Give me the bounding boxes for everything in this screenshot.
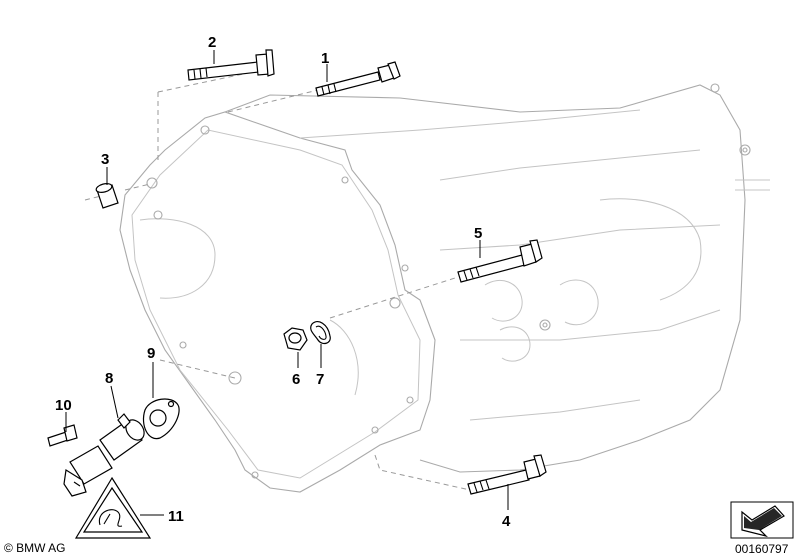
callout-6: 6	[292, 371, 300, 388]
part-4-bolt	[467, 454, 547, 495]
callout-leaders	[65, 50, 509, 516]
copyright-text: © BMW AG	[4, 541, 66, 555]
part-8-sensor	[63, 413, 145, 497]
transmission-housing	[119, 83, 770, 493]
orientation-arrow-icon	[730, 501, 794, 539]
callout-1: 1	[321, 50, 329, 67]
callout-9: 9	[147, 345, 155, 362]
assembly-dashed-lines	[84, 69, 471, 491]
callout-4: 4	[502, 513, 511, 530]
diagram-number: 00160797	[735, 542, 789, 556]
part-7-seal-ring	[310, 321, 331, 345]
part-5-bolt	[457, 239, 543, 283]
part-3-dowel-sleeve	[95, 183, 119, 209]
callout-11: 11	[168, 508, 184, 525]
part-6-nut	[283, 327, 308, 351]
callout-3: 3	[101, 151, 109, 168]
callout-7: 7	[316, 371, 324, 388]
part-10-screw	[47, 424, 78, 447]
part-11-warning-label	[74, 476, 152, 539]
callout-8: 8	[105, 370, 113, 387]
callout-10: 10	[55, 397, 72, 414]
part-2-bolt	[187, 49, 275, 81]
callout-5: 5	[474, 225, 482, 242]
part-1-bolt	[315, 61, 401, 97]
callout-2: 2	[208, 34, 216, 51]
part-9-gasket	[142, 398, 180, 440]
callout-labels: 1 2 3 4 5 6 7 8 9 10 11	[55, 34, 511, 530]
